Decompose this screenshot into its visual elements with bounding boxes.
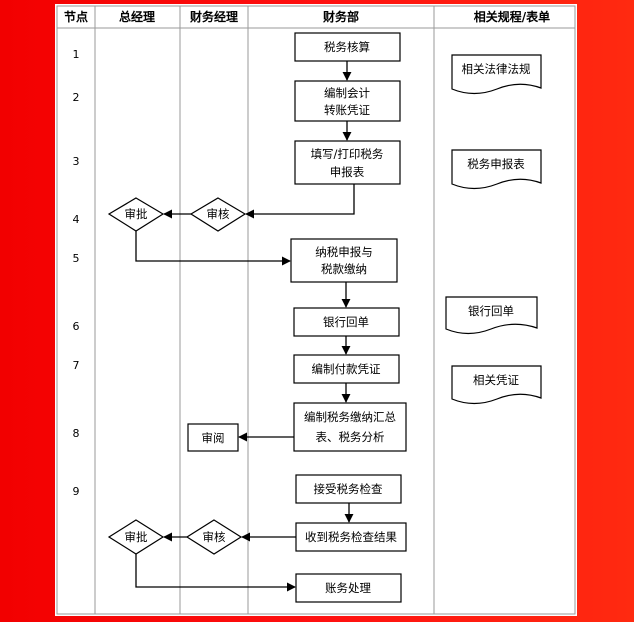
label-verify-fm-1: 审核 bbox=[207, 207, 230, 221]
arrow bbox=[245, 184, 355, 219]
node-number: 3 bbox=[73, 155, 80, 168]
label-tax-summary-1: 编制税务缴纳汇总 bbox=[304, 410, 396, 424]
node-number: 1 bbox=[73, 48, 80, 61]
decision-labels: 审批 审核 审批 审核 bbox=[125, 207, 230, 544]
node-number: 7 bbox=[73, 359, 80, 372]
node-number: 4 bbox=[73, 213, 80, 226]
grid-border bbox=[56, 5, 576, 615]
process-box-tax-summary bbox=[293, 402, 407, 452]
process-box-review bbox=[187, 423, 239, 452]
node-number: 9 bbox=[73, 485, 80, 498]
process-boxes bbox=[187, 32, 407, 603]
node-number: 2 bbox=[73, 91, 80, 104]
label-payment-voucher: 编制付款凭证 bbox=[312, 362, 381, 376]
label-bank-receipt: 银行回单 bbox=[323, 315, 369, 329]
decision-diamonds bbox=[107, 197, 247, 555]
grid bbox=[56, 5, 576, 615]
process-labels: 税务核算 编制会计 转账凭证 填写/打印税务 申报表 纳税申报与 税款缴纳 银行… bbox=[202, 40, 398, 595]
label-inspection-result: 收到税务检查结果 bbox=[305, 530, 397, 544]
label-fill-tax-return-2: 申报表 bbox=[330, 165, 365, 179]
label-verify-fm-2: 审核 bbox=[203, 530, 226, 544]
process-box-prepare-vouchers bbox=[294, 80, 401, 122]
process-box-inspection-result bbox=[295, 522, 407, 552]
arrow bbox=[135, 231, 291, 266]
node-numbers: 1 2 3 4 5 6 7 8 9 bbox=[73, 48, 80, 498]
header-finance-dept: 财务部 bbox=[322, 9, 359, 24]
process-box-payment-voucher bbox=[293, 354, 400, 384]
header-finance-manager: 财务经理 bbox=[189, 9, 238, 24]
label-prepare-vouchers-1: 编制会计 bbox=[324, 86, 370, 100]
label-tax-summary-2: 表、税务分析 bbox=[316, 430, 385, 444]
process-box-fill-tax-return bbox=[294, 140, 401, 185]
document-tax-return bbox=[451, 149, 542, 190]
process-box-declare-pay-tax bbox=[290, 238, 398, 283]
label-laws: 相关法律法规 bbox=[462, 62, 531, 76]
label-tax-return-form: 税务申报表 bbox=[467, 157, 525, 171]
header-node: 节点 bbox=[64, 9, 88, 24]
arrow bbox=[135, 554, 296, 592]
process-box-bank-receipt bbox=[293, 307, 400, 337]
node-number: 6 bbox=[73, 320, 80, 333]
document-vouchers bbox=[451, 365, 542, 405]
header-row: 节点 总经理 财务经理 财务部 相关规程/表单 bbox=[64, 9, 550, 24]
process-box-accept-inspection bbox=[295, 474, 402, 504]
label-approve-gm-2: 审批 bbox=[125, 530, 148, 544]
header-related-forms: 相关规程/表单 bbox=[474, 9, 550, 24]
label-bank-receipt-form: 银行回单 bbox=[468, 304, 514, 318]
label-declare-pay-tax-2: 税款缴纳 bbox=[321, 262, 367, 276]
label-tax-accounting: 税务核算 bbox=[324, 40, 370, 54]
document-laws bbox=[451, 54, 542, 95]
process-box-accounting-handling bbox=[295, 573, 402, 603]
label-approve-gm-1: 审批 bbox=[125, 207, 148, 221]
document-labels: 相关法律法规 税务申报表 银行回单 相关凭证 bbox=[462, 62, 531, 387]
label-fill-tax-return-1: 填写/打印税务 bbox=[311, 147, 384, 161]
label-declare-pay-tax-1: 纳税申报与 bbox=[315, 245, 373, 259]
connectors bbox=[135, 61, 355, 592]
label-accounting-handling: 账务处理 bbox=[325, 581, 371, 595]
node-number: 5 bbox=[73, 252, 80, 265]
node-number: 8 bbox=[73, 427, 80, 440]
label-vouchers: 相关凭证 bbox=[473, 373, 519, 387]
header-general-manager: 总经理 bbox=[119, 9, 155, 24]
label-review: 审阅 bbox=[202, 431, 225, 445]
decision-verify-fm-2 bbox=[185, 519, 243, 555]
label-prepare-vouchers-2: 转账凭证 bbox=[324, 103, 370, 117]
decision-verify-fm-1 bbox=[189, 197, 247, 232]
document-bank-receipt bbox=[445, 296, 538, 335]
label-accept-inspection: 接受税务检查 bbox=[314, 482, 383, 496]
document-shapes bbox=[445, 54, 542, 405]
